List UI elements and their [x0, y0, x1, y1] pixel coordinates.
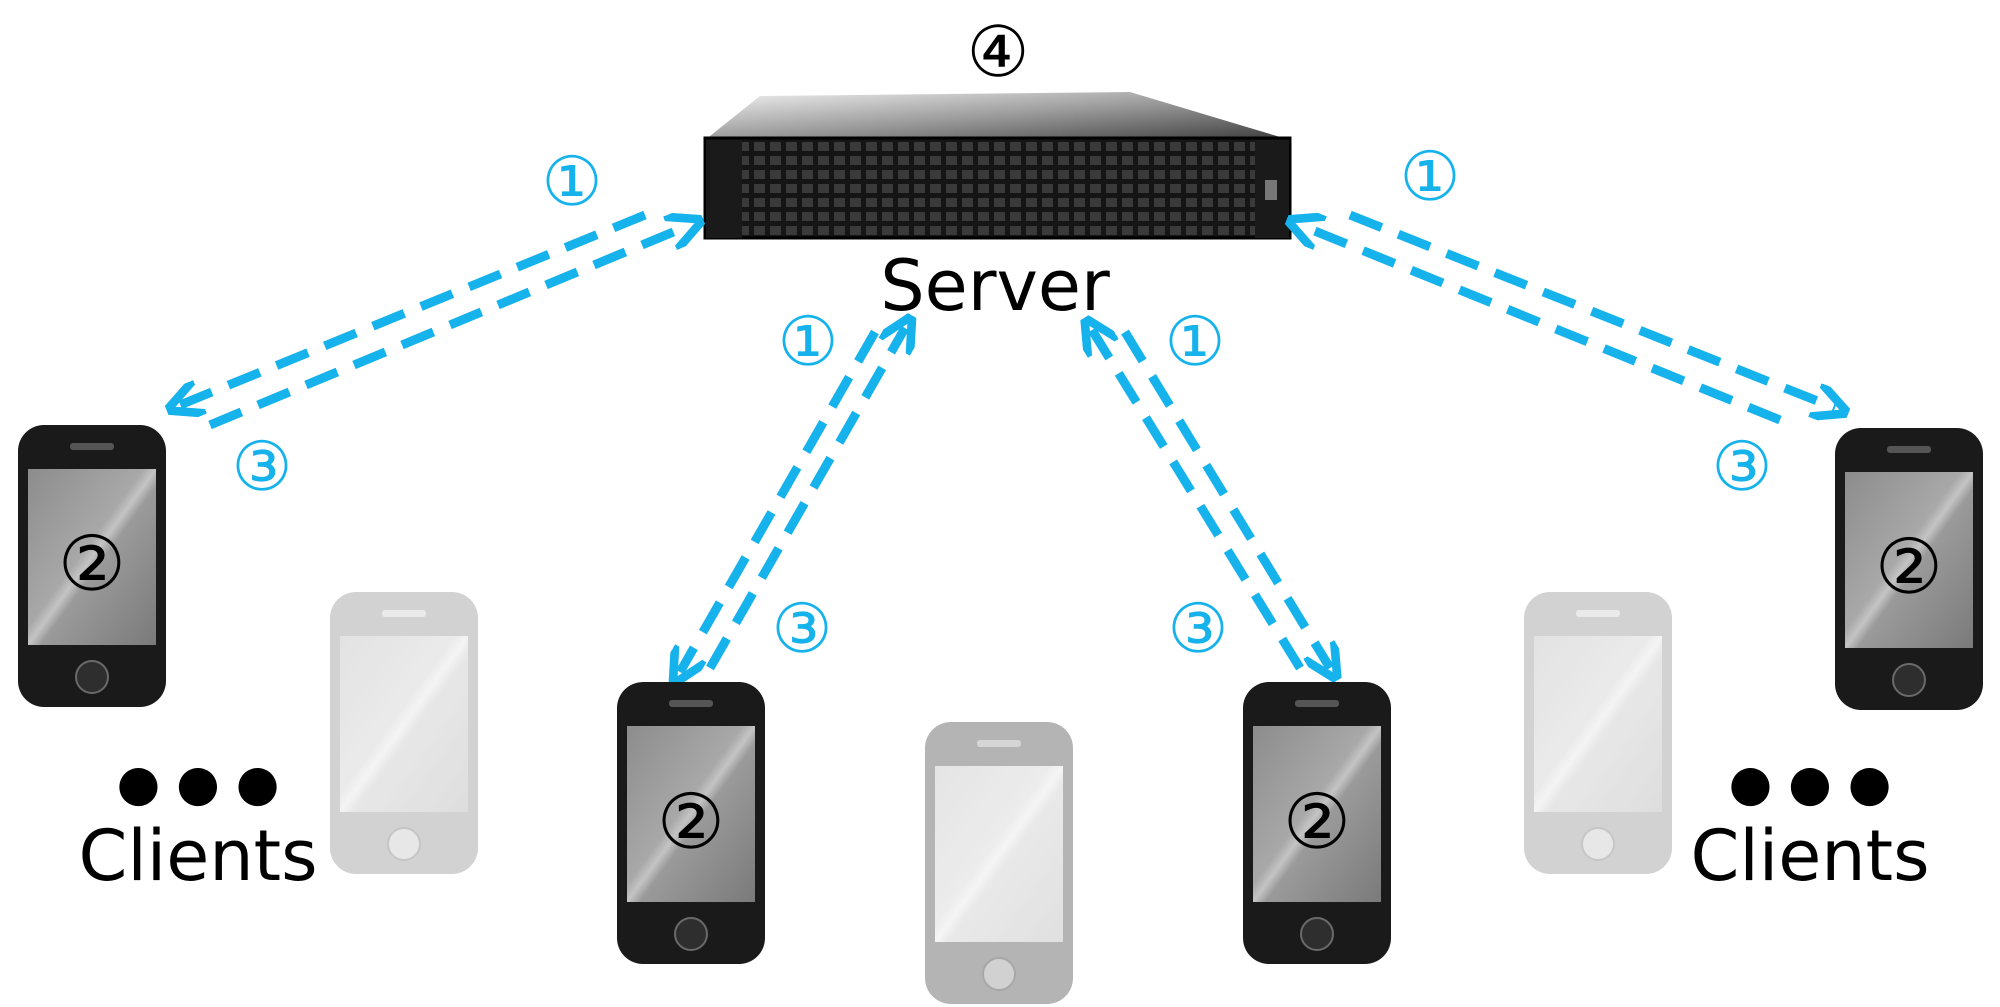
phone-active	[1835, 428, 1983, 710]
step-upload-marker: ③	[1168, 590, 1229, 669]
server-front-panel	[703, 136, 1292, 240]
phone-inactive	[330, 592, 478, 874]
arrow-server-to-left-client	[180, 210, 647, 405]
server-status-light	[1265, 180, 1277, 200]
server-top-panel	[705, 92, 1290, 140]
phone-step-marker: ②	[58, 519, 126, 608]
arrow-inner-left-client-to-server	[706, 328, 905, 671]
phone-active	[1243, 682, 1391, 964]
step-upload-marker: ③	[1712, 428, 1773, 507]
step-download-marker: ①	[778, 303, 839, 382]
step-download-marker: ①	[1400, 138, 1461, 217]
arrow-right-client-to-server	[1300, 225, 1782, 425]
server-step-marker: ④	[967, 11, 1030, 93]
arrow-left-client-to-server	[208, 225, 690, 430]
step-download-marker: ①	[1165, 303, 1226, 382]
clients-label-right: Clients	[1690, 815, 1929, 897]
phone-active	[617, 682, 765, 964]
arrow-server-to-right-client	[1348, 210, 1835, 408]
phone-inactive	[1524, 592, 1672, 874]
phone-inactive	[925, 722, 1073, 1004]
server-left-ear	[706, 140, 742, 238]
server	[703, 92, 1292, 240]
phone-step-marker: ②	[657, 777, 725, 866]
phone-active	[18, 425, 166, 707]
phone-step-marker: ②	[1875, 522, 1943, 611]
arrow-server-to-inner-right-client	[1121, 329, 1330, 668]
clients-ellipsis-left: ● ● ●	[117, 754, 280, 812]
phone-step-marker: ②	[1283, 777, 1351, 866]
step-upload-marker: ③	[772, 590, 833, 669]
step-download-marker: ①	[542, 143, 603, 222]
arrow-inner-right-client-to-server	[1092, 330, 1304, 671]
server-label: Server	[880, 245, 1110, 327]
arrow-server-to-inner-left-client	[680, 329, 879, 672]
clients-label-left: Clients	[78, 815, 317, 897]
step-upload-marker: ③	[232, 428, 293, 507]
clients-ellipsis-right: ● ● ●	[1729, 754, 1892, 812]
